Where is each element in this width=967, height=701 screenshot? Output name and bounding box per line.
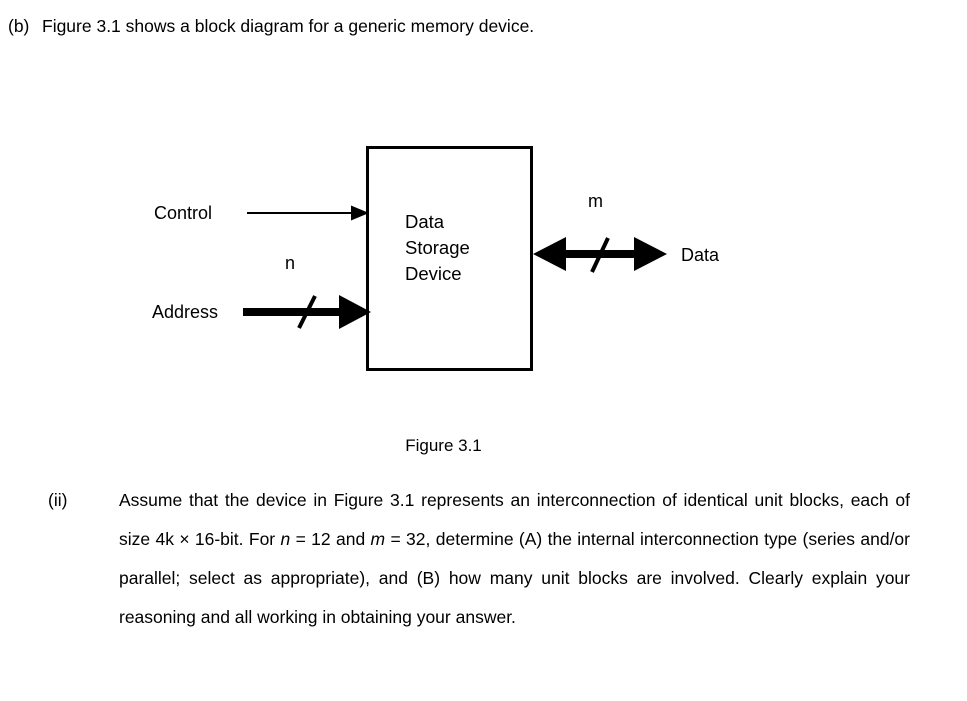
data-bus-width-label: m [588, 191, 603, 211]
part-ii-seg-3: = 32, determine (A) the internal interco… [119, 529, 910, 627]
part-b-marker: (b) [8, 16, 30, 36]
address-signal-label: Address [152, 302, 219, 322]
data-storage-device-label: Data Storage Device [405, 211, 470, 284]
part-ii-text: Assume that the device in Figure 3.1 rep… [119, 481, 910, 637]
control-signal-label: Control [154, 203, 213, 223]
data-signal-label: Data [681, 245, 720, 265]
figure-caption: Figure 3.1 [405, 436, 482, 455]
data-storage-device-block: Data Storage Device [366, 146, 533, 371]
address-bus-width-label: n [285, 253, 296, 273]
address-bus-arrow-icon [243, 295, 371, 329]
control-arrow-icon [247, 205, 369, 221]
part-b-text: Figure 3.1 shows a block diagram for a g… [42, 16, 535, 36]
variable-m: m [370, 529, 386, 549]
part-ii-seg-2: = 12 and [290, 529, 371, 549]
data-bus-bidirectional-arrow-icon [533, 237, 667, 273]
figure-3-1: Data Storage Device Control n Address m … [0, 60, 967, 455]
part-ii-marker: (ii) [48, 490, 68, 510]
part-ii-seg-1: Assume that the device in Figure 3.1 rep… [119, 490, 910, 549]
variable-n: n [280, 529, 291, 549]
part-b-heading: (b) Figure 3.1 shows a block diagram for … [8, 14, 534, 38]
